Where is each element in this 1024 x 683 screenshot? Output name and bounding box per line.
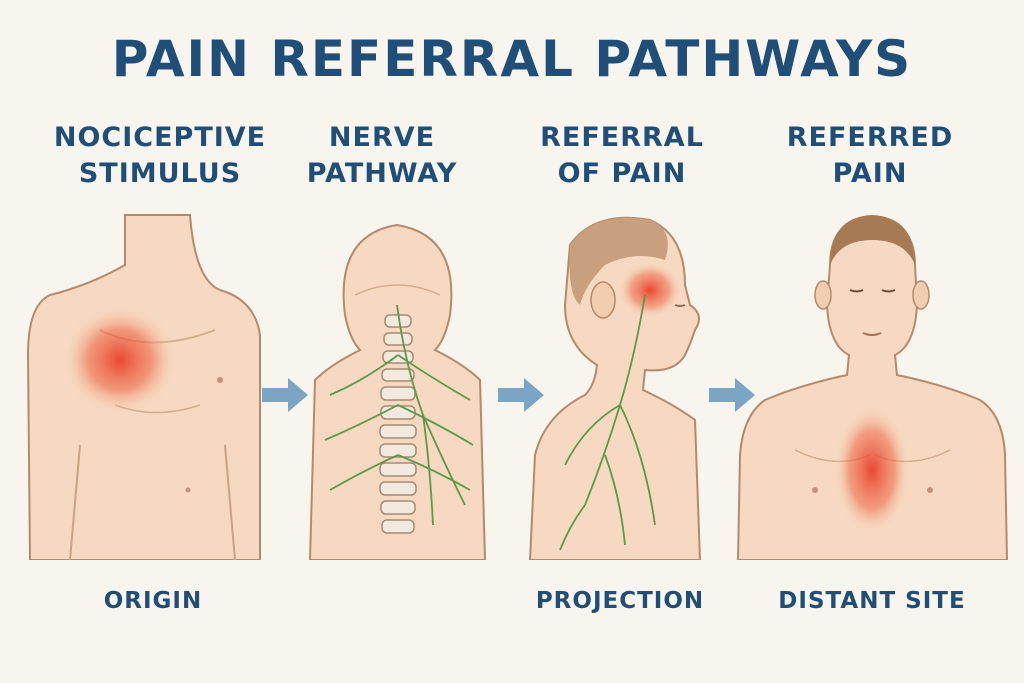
arrow-right-icon xyxy=(709,378,755,412)
heading-nerve-pathway: NERVE PATHWAY xyxy=(306,122,458,189)
page-title: PAIN REFERRAL PATHWAYS xyxy=(111,30,913,88)
front-distant-site-figure xyxy=(736,215,1009,560)
profile-projection-figure xyxy=(528,216,702,560)
heading-referral-of-pain: REFERRAL OF PAIN xyxy=(540,122,704,189)
caption-origin: ORIGIN xyxy=(103,588,203,614)
heading-nociceptive-stimulus: NOCICEPTIVE STIMULUS xyxy=(53,122,267,189)
pain-spot-shoulder xyxy=(62,305,178,415)
caption-distant-site: DISTANT SITE xyxy=(778,588,966,614)
caption-projection: PROJECTION xyxy=(535,588,705,614)
nerve-branches xyxy=(324,304,474,526)
nerve-branches xyxy=(559,294,656,551)
pain-spot-jaw xyxy=(618,262,682,318)
spine-nerve-figure xyxy=(308,223,487,560)
spine-vertebrae xyxy=(379,314,417,534)
torso-origin-figure xyxy=(26,214,261,560)
arrow-right-icon xyxy=(262,378,308,412)
pain-spot-chest xyxy=(834,405,910,535)
heading-referred-pain: REFERRED PAIN xyxy=(786,122,954,189)
arrow-right-icon xyxy=(498,378,544,412)
